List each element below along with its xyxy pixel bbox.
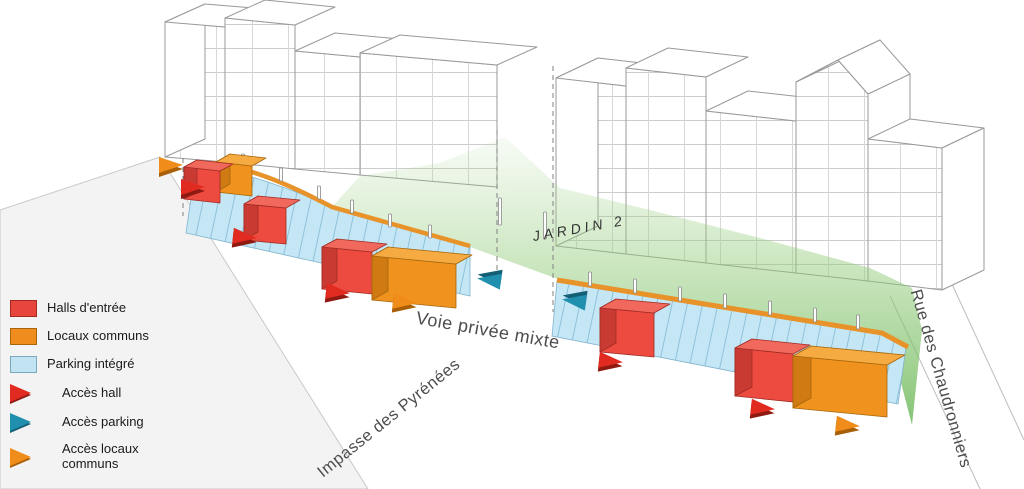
- legend-label: Accès hall: [62, 384, 122, 400]
- legend-label: Halls d'entrée: [47, 300, 127, 316]
- curb-right: [556, 277, 910, 350]
- halls-swatch: [10, 300, 37, 317]
- legend-item-parking: Parking intégré: [10, 356, 180, 373]
- acces-locaux-arrow-3: [834, 415, 860, 436]
- acces-locaux-arrow-1: [159, 157, 183, 177]
- legend-label: Accès locaux communs: [62, 441, 139, 471]
- hall-box-5: [734, 338, 811, 403]
- garden-area: [332, 137, 922, 425]
- rue-chaudronniers-label: Rue des Chaudronniers: [907, 287, 975, 470]
- hall-box-2: [243, 195, 301, 245]
- building-left: [164, 0, 538, 188]
- acces-locaux-arrow-2: [391, 292, 417, 313]
- acces-hall-arrow-3: [324, 282, 350, 303]
- locaux-box-2: [371, 246, 473, 309]
- legend-item-acces-parking: Accès parking: [10, 413, 180, 431]
- legend-label: Locaux communs: [47, 328, 149, 344]
- acces-hall-arrow-5: [749, 398, 775, 419]
- legend-label: Parking intégré: [47, 356, 135, 372]
- acces-hall-arrow-icon: [10, 384, 52, 402]
- locaux-box-3: [792, 345, 906, 418]
- legend-item-halls: Halls d'entrée: [10, 300, 180, 317]
- acces-locaux-arrow-icon: [10, 447, 52, 466]
- acces-parking-arrow-2: [562, 290, 588, 311]
- acces-hall-arrow-1: [181, 179, 205, 199]
- acces-parking-arrow-icon: [10, 413, 52, 431]
- legend: Halls d'entrée Locaux communs Parking in…: [10, 300, 180, 472]
- legend-label: Accès parking: [62, 413, 144, 429]
- legend-item-acces-locaux: Accès locaux communs: [10, 441, 180, 472]
- acces-parking-arrow-1: [477, 269, 503, 290]
- hall-box-4: [599, 298, 671, 358]
- locaux-swatch: [10, 328, 37, 345]
- legend-item-acces-hall: Accès hall: [10, 384, 180, 402]
- posts: [241, 153, 860, 330]
- impasse-pyrenees-label: Impasse des Pyrénées: [314, 355, 464, 481]
- voie-privee-label: Voie privée mixte: [415, 308, 562, 353]
- acces-hall-arrow-4: [597, 351, 623, 372]
- acces-hall-arrow-2: [231, 227, 257, 248]
- parking-swatch: [10, 356, 37, 373]
- legend-item-locaux: Locaux communs: [10, 328, 180, 345]
- hall-box-3: [321, 238, 388, 295]
